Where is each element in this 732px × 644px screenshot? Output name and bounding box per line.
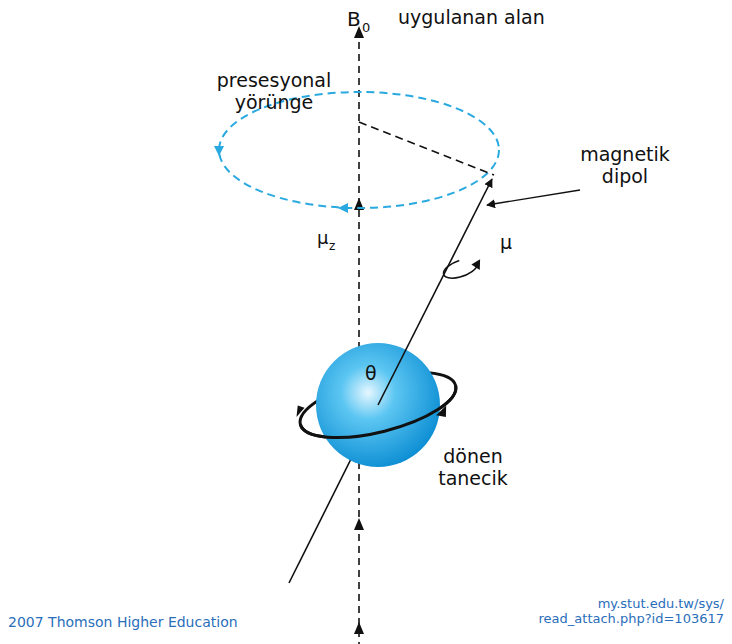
copyright-note: 2007 Thomson Higher Education	[8, 614, 238, 630]
particle-label: dönen tanecik	[430, 446, 516, 490]
dipole-label: magnetik dipol	[575, 144, 675, 188]
field-symbol: B	[347, 8, 361, 31]
source-url: my.stut.edu.tw/sys/ read_attach.php?id=1…	[504, 597, 724, 627]
magnetic-moment-vector	[378, 179, 492, 405]
axis-arrowhead	[354, 622, 364, 634]
spin-arrowhead	[435, 406, 449, 420]
orbit-radius	[359, 122, 494, 175]
orbit-arrowhead	[214, 146, 224, 156]
field-subscript: 0	[362, 21, 370, 36]
mu-z-subscript: z	[329, 240, 335, 254]
rotation-curl	[441, 255, 480, 282]
theta-symbol: θ	[365, 363, 377, 385]
spin-orbit-front	[300, 386, 462, 451]
leader-line	[487, 190, 580, 205]
mu-symbol: μ	[500, 232, 512, 254]
axis-arrowhead	[354, 518, 364, 530]
orbit-arrowhead	[338, 203, 348, 213]
orbit-label: presesyonal yörünge	[198, 70, 350, 114]
mu-z-symbol: μ	[317, 228, 328, 249]
rotation-arrowhead	[471, 259, 484, 272]
field-label: uygulanan alan	[398, 7, 545, 29]
spin-arrowhead	[294, 404, 306, 417]
